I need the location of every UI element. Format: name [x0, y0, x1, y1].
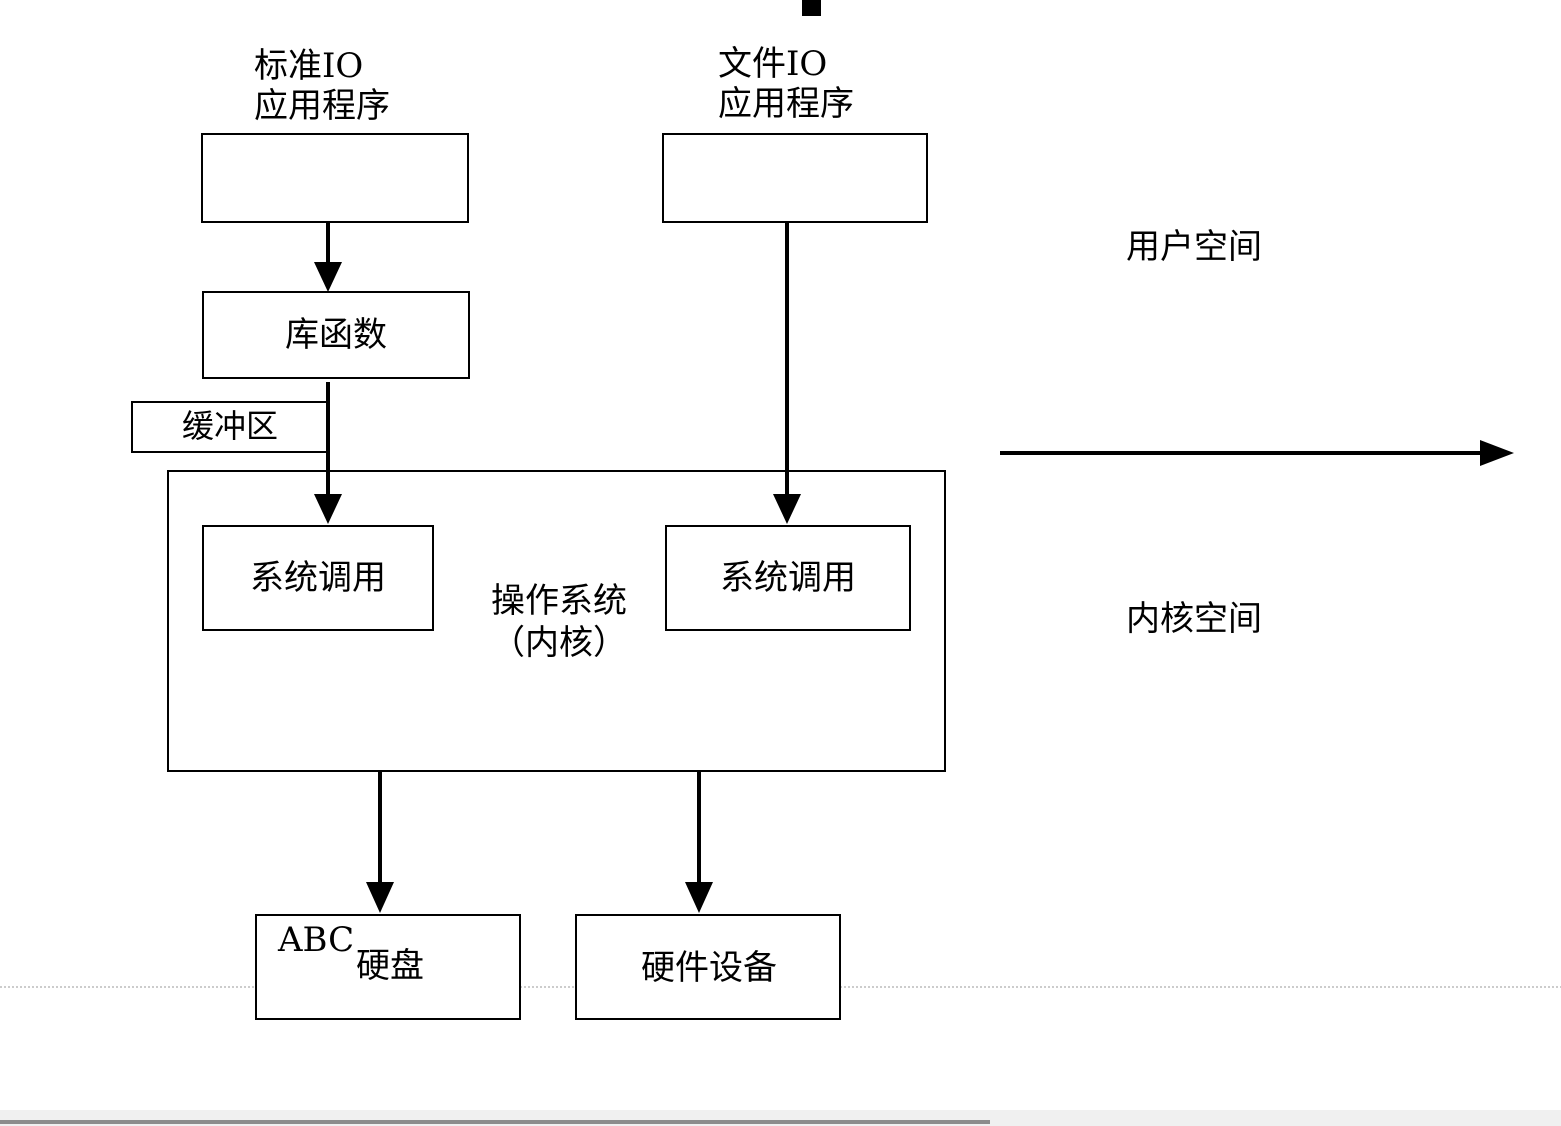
- syscall-right-label: 系统调用: [720, 558, 856, 598]
- arrow-os-to-device-head: [685, 882, 713, 913]
- space-divider-arrow-head: [1480, 440, 1514, 466]
- syscall-right-box: [665, 525, 911, 631]
- file-io-label-line1: 文件IO: [718, 44, 827, 84]
- arrow-lib-to-syscall-head: [314, 494, 342, 524]
- hard-disk-label: 硬盘: [356, 946, 424, 986]
- syscall-left-box: [202, 525, 434, 631]
- user-space-label: 用户空间: [1126, 227, 1262, 267]
- buffer-label: 缓冲区: [182, 407, 278, 445]
- syscall-left-label: 系统调用: [250, 558, 386, 598]
- lib-func-label: 库函数: [285, 315, 387, 355]
- arrow-app-to-lib-head: [314, 262, 342, 292]
- lib-func-box: [202, 291, 470, 379]
- std-io-label-line1: 标准IO: [254, 46, 363, 86]
- arrow-os-to-disk-head: [366, 882, 394, 913]
- buffer-box: [131, 401, 329, 453]
- hard-disk-box: [255, 914, 521, 1020]
- file-io-app-box: [662, 133, 928, 223]
- hardware-device-box: [575, 914, 841, 1020]
- hardware-device-label: 硬件设备: [641, 948, 777, 988]
- abc-label: ABC: [277, 920, 354, 960]
- kernel-space-label: 内核空间: [1126, 599, 1262, 639]
- arrow-fileio-to-syscall-head: [773, 494, 801, 524]
- std-io-app-box: [201, 133, 469, 223]
- file-io-label-line2: 应用程序: [718, 84, 854, 124]
- os-label-line2: （内核）: [491, 623, 627, 663]
- top-marker: [802, 0, 821, 16]
- horizontal-scrollbar-thumb[interactable]: [0, 1120, 990, 1124]
- os-label-line1: 操作系统: [491, 581, 627, 621]
- std-io-label-line2: 应用程序: [254, 86, 390, 126]
